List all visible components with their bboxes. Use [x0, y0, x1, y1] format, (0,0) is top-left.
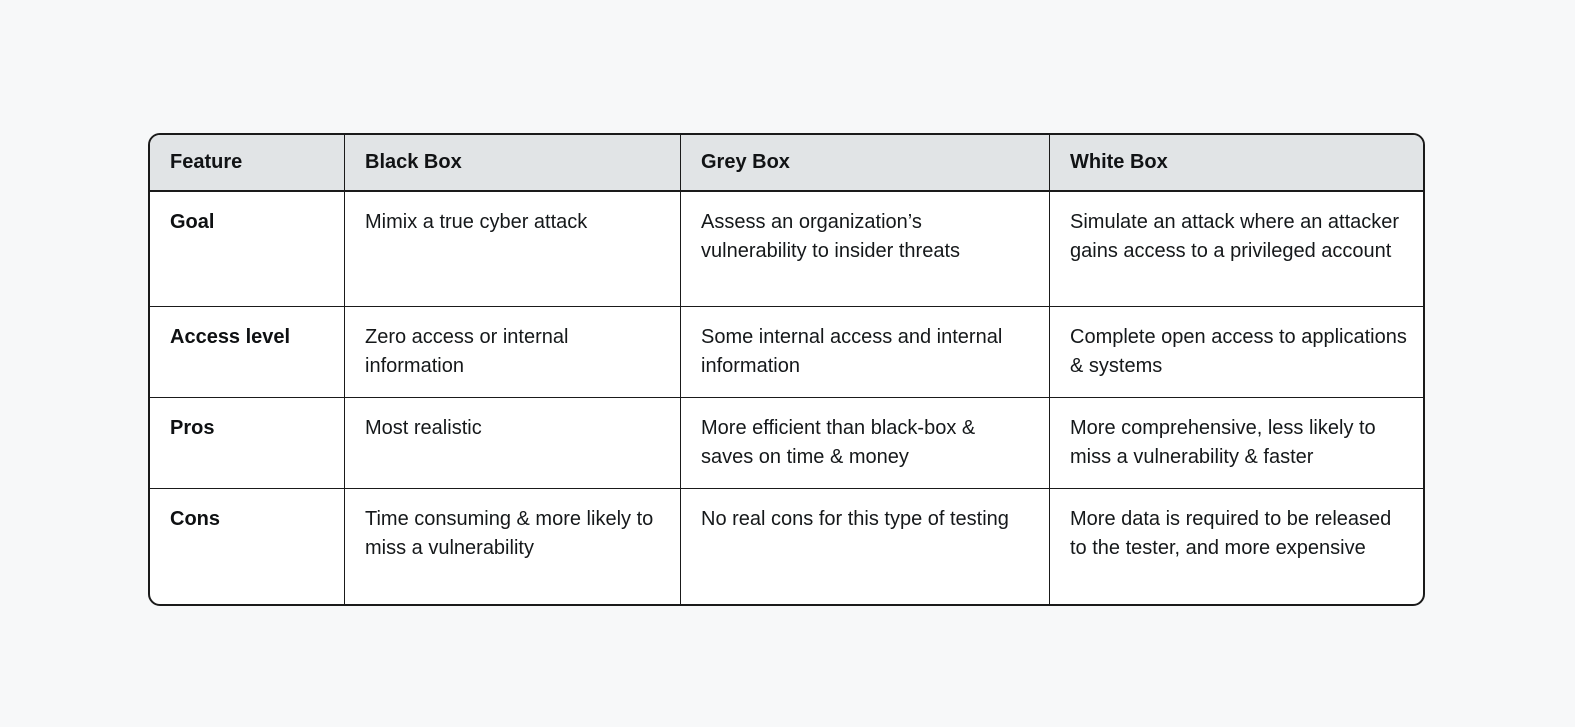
- table-header: Feature Black Box Grey Box White Box: [150, 135, 1423, 192]
- column-header-white-box: White Box: [1050, 135, 1423, 192]
- cell-white-box-goal: Simulate an attack where an attacker gai…: [1050, 192, 1423, 307]
- cell-black-box-pros: Most realistic: [345, 398, 681, 489]
- cell-grey-box-pros: More efficient than black-box & saves on…: [681, 398, 1050, 489]
- table-body: Goal Mimix a true cyber attack Assess an…: [150, 192, 1423, 604]
- table-row: Goal Mimix a true cyber attack Assess an…: [150, 192, 1423, 307]
- table-row: Access level Zero access or internal inf…: [150, 307, 1423, 398]
- cell-feature-goal: Goal: [150, 192, 345, 307]
- penetration-testing-comparison-table: Feature Black Box Grey Box White Box Goa…: [148, 133, 1425, 606]
- column-header-grey-box: Grey Box: [681, 135, 1050, 192]
- cell-white-box-pros: More comprehensive, less likely to miss …: [1050, 398, 1423, 489]
- cell-black-box-cons: Time consuming & more likely to miss a v…: [345, 489, 681, 604]
- column-header-feature: Feature: [150, 135, 345, 192]
- comparison-table-container: Feature Black Box Grey Box White Box Goa…: [148, 133, 1425, 606]
- table-row: Cons Time consuming & more likely to mis…: [150, 489, 1423, 604]
- cell-black-box-access-level: Zero access or internal information: [345, 307, 681, 398]
- cell-grey-box-cons: No real cons for this type of testing: [681, 489, 1050, 604]
- cell-feature-cons: Cons: [150, 489, 345, 604]
- cell-grey-box-goal: Assess an organization’s vulnerability t…: [681, 192, 1050, 307]
- cell-black-box-goal: Mimix a true cyber attack: [345, 192, 681, 307]
- cell-feature-pros: Pros: [150, 398, 345, 489]
- column-header-black-box: Black Box: [345, 135, 681, 192]
- cell-feature-access-level: Access level: [150, 307, 345, 398]
- table-row: Pros Most realistic More efficient than …: [150, 398, 1423, 489]
- cell-grey-box-access-level: Some internal access and internal inform…: [681, 307, 1050, 398]
- cell-white-box-cons: More data is required to be released to …: [1070, 508, 1392, 559]
- table-header-row: Feature Black Box Grey Box White Box: [150, 135, 1423, 192]
- cell-white-box-access-level: Complete open access to applications & s…: [1050, 307, 1423, 398]
